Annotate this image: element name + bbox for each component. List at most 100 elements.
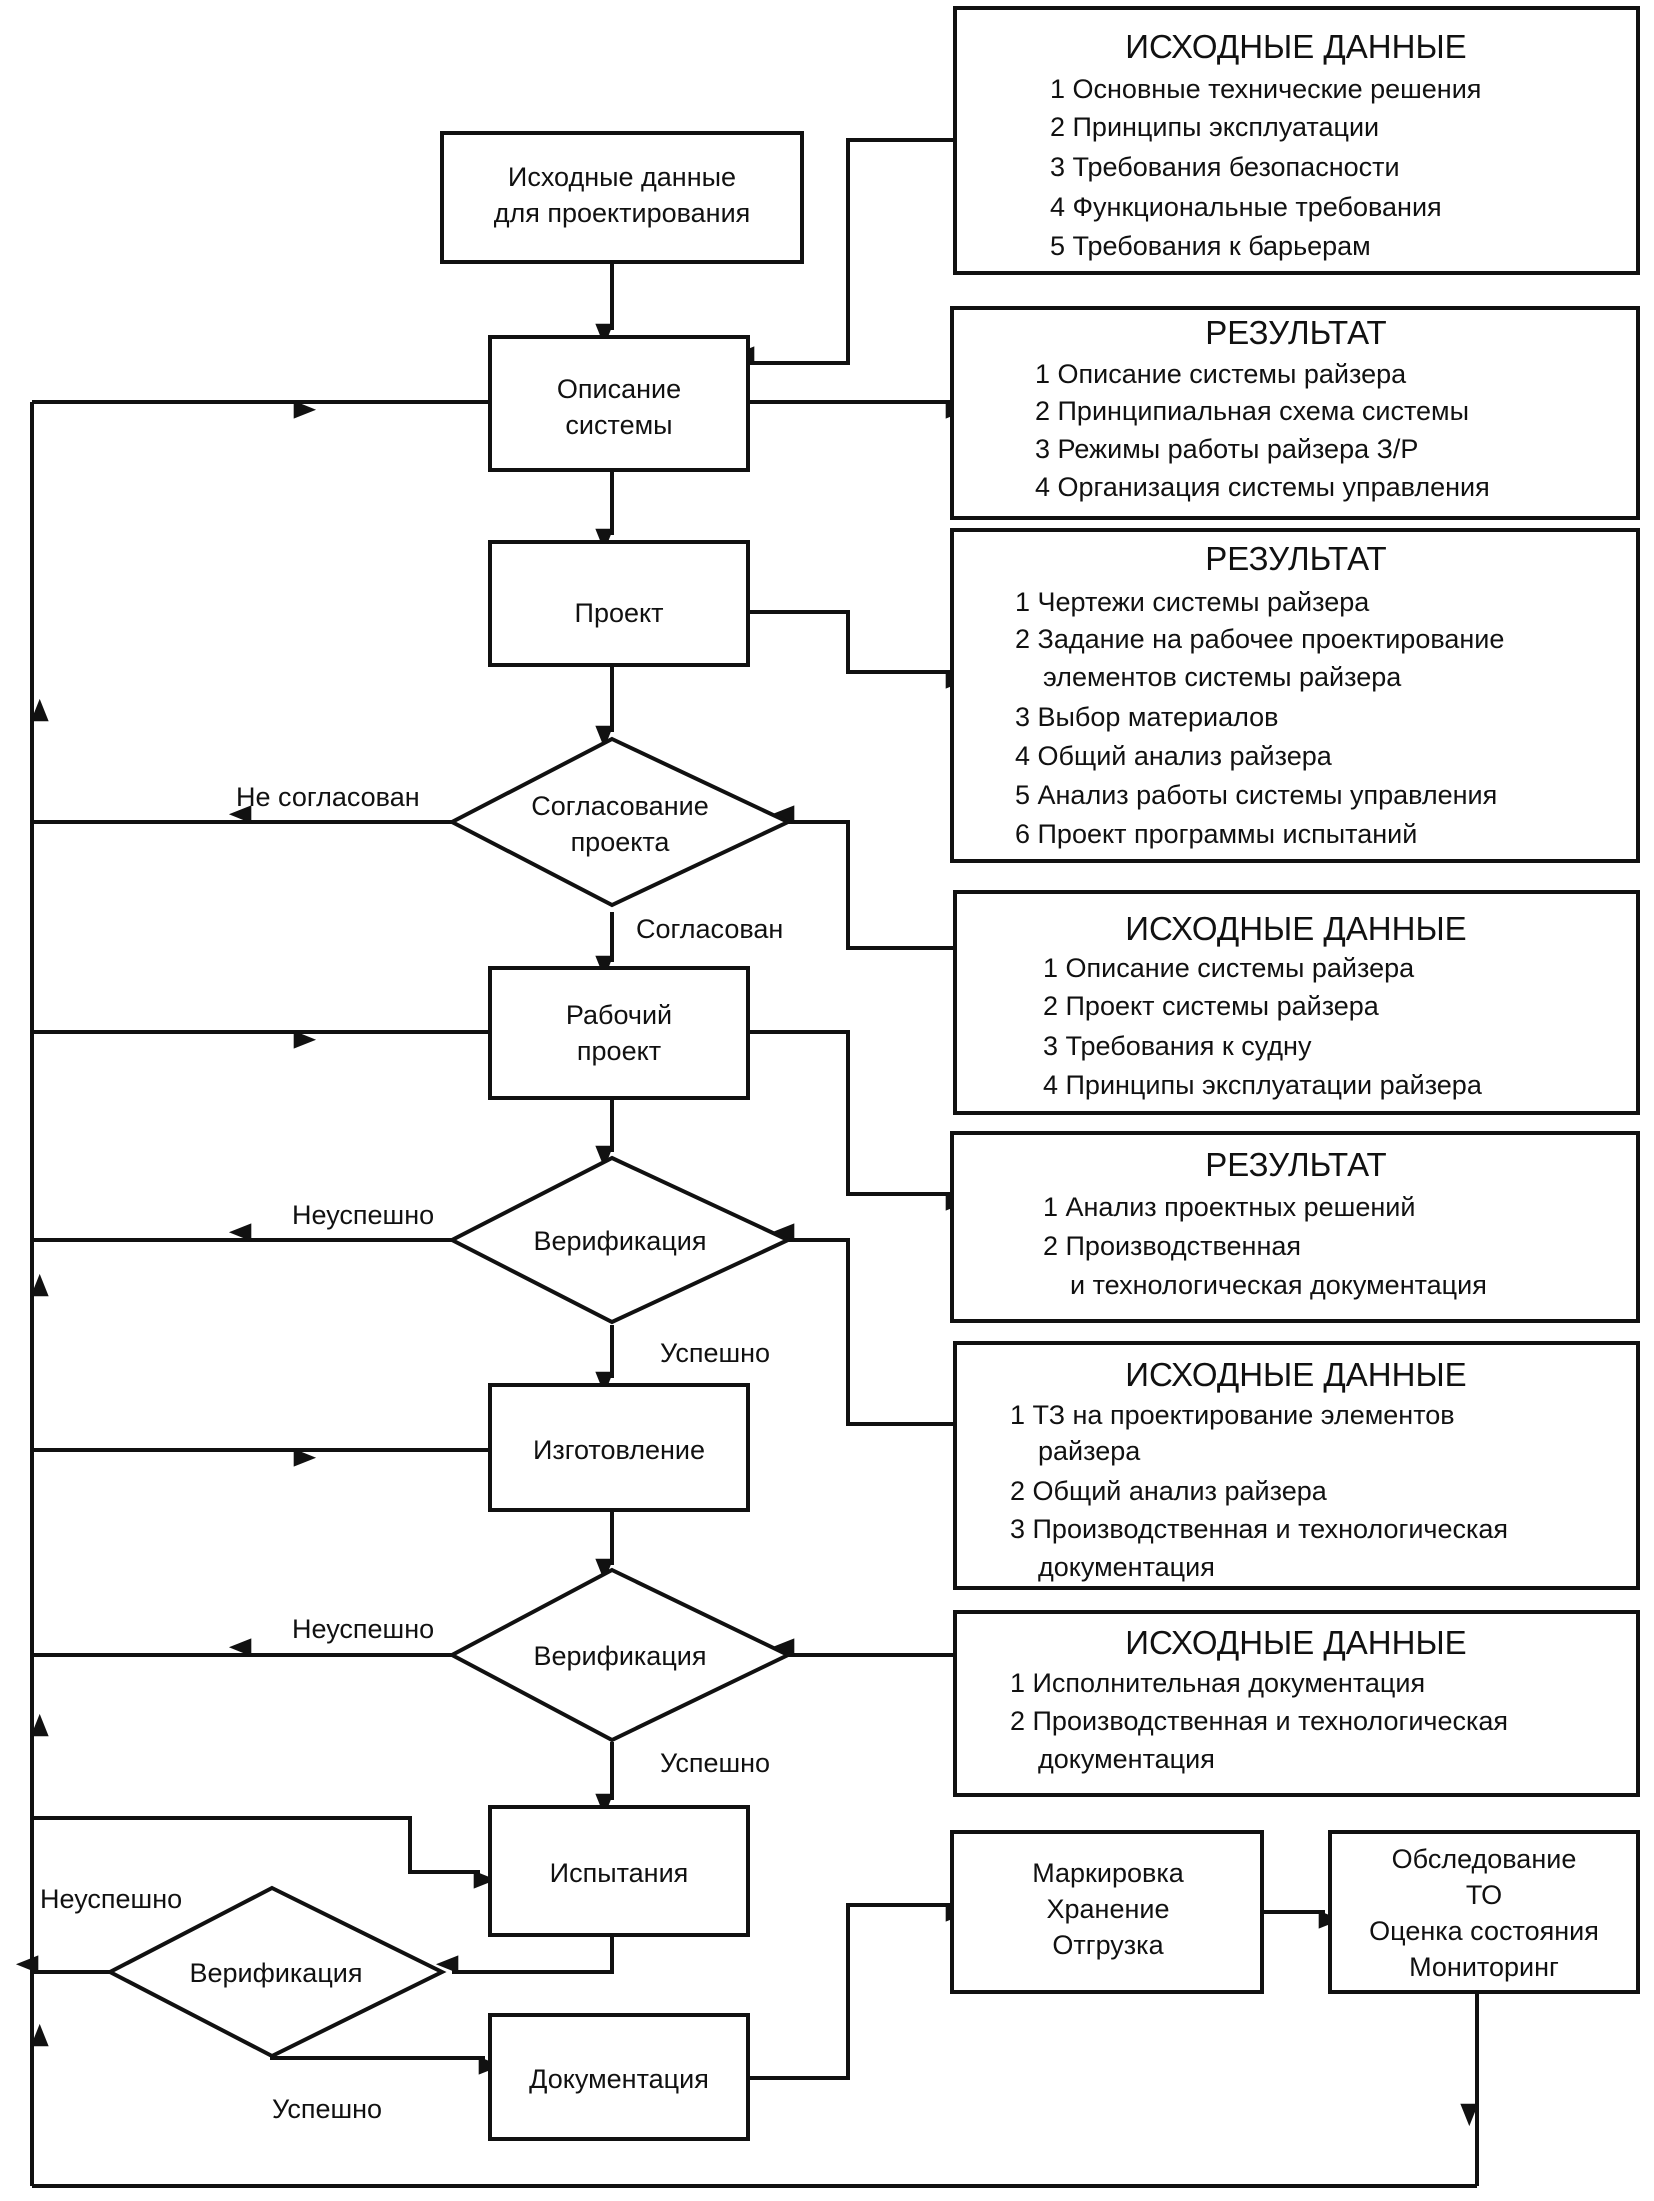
working-project-label: проект: [577, 1036, 661, 1066]
panel-line: элементов системы райзера: [1043, 662, 1402, 692]
verification-diamond-3: [105, 1885, 447, 2059]
input-panel-1: [953, 6, 1640, 275]
panel-line: 3 Требования к судну: [1043, 1031, 1312, 1061]
panel-line: документация: [1038, 1744, 1215, 1774]
inspection-box: [1328, 1830, 1640, 1994]
panel-line: 6 Проект программы испытаний: [1015, 819, 1417, 849]
system-description-label: системы: [565, 410, 672, 440]
panel-line: 5 Анализ работы системы управления: [1015, 780, 1497, 810]
panel-line: документация: [1038, 1552, 1215, 1582]
panel-line: 2 Производственная: [1043, 1231, 1301, 1261]
panel-line: 2 Производственная и технологическая: [1010, 1706, 1508, 1736]
arrow-documentation-to-marking: [748, 1903, 969, 2080]
panel-line: 2 Проект системы райзера: [1043, 991, 1380, 1021]
inspection-label: Оценка состояния: [1369, 1916, 1599, 1946]
panel-line: 2 Принципиальная схема системы: [1035, 396, 1469, 426]
panel-line: 3 Производственная и технологическая: [1010, 1514, 1508, 1544]
marking-label: Хранение: [1047, 1894, 1170, 1924]
input-panel-4: [953, 1610, 1640, 1797]
panel-line: 1 Анализ проектных решений: [1043, 1192, 1415, 1222]
project-label: Проект: [575, 598, 664, 628]
fail-label-3: Неуспешно: [40, 1884, 182, 1914]
result-panel-2: [950, 528, 1640, 863]
arrow-bus-to-testing: [32, 1816, 497, 1889]
result-panel-3: [950, 1131, 1640, 1323]
panel-line: и технологическая документация: [1070, 1270, 1487, 1300]
panel-line: 1 Описание системы райзера: [1043, 953, 1415, 983]
panel-line: 2 Задание на рабочее проектирование: [1015, 624, 1504, 654]
project-approval-diamond: [447, 736, 793, 908]
verification-label-2: Верификация: [533, 1641, 706, 1671]
start-box: [440, 131, 804, 264]
marking-label: Отгрузка: [1052, 1930, 1164, 1960]
arrow-working-to-result3: [748, 1030, 969, 1211]
verification-label-1: Верификация: [533, 1226, 706, 1256]
verification-label-3: Верификация: [189, 1958, 362, 1988]
arrow-input2-to-approval: [771, 805, 955, 950]
documentation-box: [488, 2013, 750, 2141]
fail-label-2: Неуспешно: [292, 1614, 434, 1644]
input-panel-3: [953, 1341, 1640, 1590]
verification-diamond-2: [447, 1567, 793, 1743]
project-box: [488, 540, 750, 667]
not-approved-label: Не согласован: [236, 782, 420, 812]
inspection-label: Обследование: [1392, 1844, 1577, 1874]
flow-nodes: [105, 6, 1640, 2141]
panel-line: 3 Выбор материалов: [1015, 702, 1279, 732]
success-label-1: Успешно: [660, 1338, 770, 1368]
working-project-label: Рабочий: [566, 1000, 672, 1030]
inspection-label: Мониторинг: [1409, 1952, 1559, 1982]
success-label-2: Успешно: [660, 1748, 770, 1778]
project-approval-label: проекта: [571, 827, 671, 857]
panel-line: 2 Принципы эксплуатации: [1050, 112, 1379, 142]
manufacturing-label: Изготовление: [533, 1435, 705, 1465]
start-label: Исходные данные: [508, 162, 736, 192]
inspection-label: ТО: [1466, 1880, 1502, 1910]
panel-title: ИСХОДНЫЕ ДАННЫЕ: [1125, 1624, 1466, 1661]
arrow-testing-to-verif3: [435, 1935, 614, 1974]
panel-line: 1 ТЗ на проектирование элементов: [1010, 1400, 1455, 1430]
panel-title: РЕЗУЛЬТАТ: [1205, 540, 1386, 577]
panel-line: 4 Функциональные требования: [1050, 192, 1442, 222]
testing-box: [488, 1805, 750, 1937]
result-panel-1: [950, 306, 1640, 520]
panel-title: РЕЗУЛЬТАТ: [1205, 1146, 1386, 1183]
documentation-label: Документация: [529, 2064, 709, 2094]
panel-line: 1 Основные технические решения: [1050, 74, 1481, 104]
edge-labels: Не согласован Согласован Неуспешно Успеш…: [40, 782, 783, 2124]
marking-label: Маркировка: [1032, 1858, 1185, 1888]
working-project-box: [488, 966, 750, 1100]
project-approval-label: Согласование: [531, 791, 708, 821]
input-panel-2: [953, 890, 1640, 1115]
panel-line: 4 Принципы эксплуатации райзера: [1043, 1070, 1483, 1100]
arrow-input3-to-verif1: [771, 1223, 955, 1426]
fail-label-1: Неуспешно: [292, 1200, 434, 1230]
panel-title: ИСХОДНЫЕ ДАННЫЕ: [1125, 28, 1466, 65]
panel-line: 4 Общий анализ райзера: [1015, 741, 1333, 771]
panel-title: РЕЗУЛЬТАТ: [1205, 314, 1386, 351]
testing-label: Испытания: [550, 1858, 689, 1888]
panel-title: ИСХОДНЫЕ ДАННЫЕ: [1125, 910, 1466, 947]
panel-line: райзера: [1038, 1436, 1141, 1466]
verification-diamond-1: [447, 1155, 793, 1325]
panel-line: 2 Общий анализ райзера: [1010, 1476, 1328, 1506]
panel-line: 1 Исполнительная документация: [1010, 1668, 1425, 1698]
success-label-3: Успешно: [272, 2094, 382, 2124]
system-description-box: [488, 335, 750, 472]
panel-title: ИСХОДНЫЕ ДАННЫЕ: [1125, 1356, 1466, 1393]
approved-label: Согласован: [636, 914, 783, 944]
panel-line: 5 Требования к барьерам: [1050, 231, 1371, 261]
start-label: для проектирования: [494, 198, 751, 228]
panel-texts: ИСХОДНЫЕ ДАННЫЕ 1 Основные технические р…: [1010, 28, 1508, 1774]
arrow-input1-to-description: [731, 138, 955, 365]
panel-line: 3 Режимы работы райзера З/Р: [1035, 434, 1418, 464]
marking-box: [950, 1830, 1264, 1994]
panel-line: 4 Организация системы управления: [1035, 472, 1490, 502]
flow-labels: Исходные данные для проектирования Описа…: [189, 162, 1598, 2094]
arrow-project-to-result2: [748, 610, 969, 689]
panel-line: 1 Описание системы райзера: [1035, 359, 1407, 389]
panel-line: 1 Чертежи системы райзера: [1015, 587, 1370, 617]
panel-line: 3 Требования безопасности: [1050, 152, 1400, 182]
system-description-label: Описание: [557, 374, 681, 404]
